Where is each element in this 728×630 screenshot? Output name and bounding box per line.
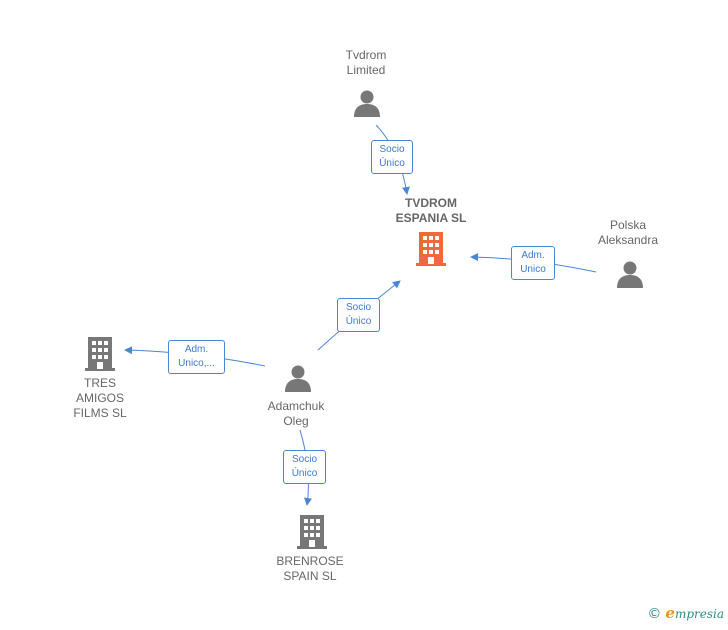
brand-initial: e (665, 604, 675, 622)
label-line: Adamchuk (267, 399, 325, 413)
node-label: TRES AMIGOS FILMS SL (50, 376, 150, 421)
label-line: AMIGOS (75, 391, 124, 405)
node-brenrose-spain[interactable]: BRENROSE SPAIN SL (260, 515, 360, 585)
label-line: TRES (83, 376, 116, 390)
label-line: Aleksandra (597, 233, 659, 247)
edge-label-line: Socio (379, 144, 405, 155)
person-icon (617, 261, 643, 288)
label-line: ESPANIA SL (395, 211, 467, 225)
edge-label-line: Único (345, 316, 372, 327)
edge-label-line: Unico (520, 264, 546, 275)
label-line: SPAIN SL (283, 569, 337, 583)
node-adamchuk-oleg[interactable]: Adamchuk Oleg (246, 364, 346, 430)
node-label: BRENROSE SPAIN SL (260, 554, 360, 584)
edge-label-adamchuk-socio-unico[interactable]: Socio Único (337, 298, 380, 332)
label-line: Limited (346, 63, 386, 77)
label-line: BRENROSE (276, 554, 344, 568)
edge-label-line: Único (291, 468, 318, 479)
node-tvdrom-limited[interactable]: Tvdrom Limited (316, 48, 416, 123)
label-line: Polska (609, 218, 647, 232)
label-line: Tvdrom (345, 48, 387, 62)
copyright-icon: © (647, 606, 662, 622)
node-tvdrom-espania[interactable]: TVDROM ESPANIA SL (376, 196, 486, 268)
edge-label-polska-adm-unico[interactable]: Adm. Unico (511, 246, 555, 280)
footer-brand[interactable]: ©empresia (647, 604, 724, 622)
person-icon (285, 365, 311, 392)
edge-label-line: Adm. (184, 344, 209, 355)
edge-label-brenrose-socio-unico[interactable]: Socio Único (283, 450, 326, 484)
label-line: FILMS SL (73, 406, 127, 420)
edge-label-line: Unico,... (178, 358, 215, 369)
label-line: Oleg (283, 414, 309, 428)
node-label: Polska Aleksandra (578, 218, 678, 248)
building-icon (297, 515, 327, 549)
node-label: TVDROM ESPANIA SL (376, 196, 486, 226)
edge-label-line: Socio (345, 302, 371, 313)
node-label: Adamchuk Oleg (246, 399, 346, 429)
edge-label-line: Adm. (521, 250, 545, 261)
edge-label-tvdrom-socio-unico[interactable]: Socio Único (371, 140, 413, 174)
edge-label-line: Único (379, 158, 405, 169)
building-icon (416, 232, 446, 266)
building-icon (85, 337, 115, 371)
node-polska-aleksandra[interactable]: Polska Aleksandra (578, 218, 678, 293)
edge-label-adamchuk-adm-unico[interactable]: Adm. Unico,... (168, 340, 225, 374)
node-tres-amigos-films[interactable]: TRES AMIGOS FILMS SL (50, 337, 150, 423)
label-line: TVDROM (405, 196, 457, 210)
brand-name: mpresia (674, 607, 724, 621)
node-label: Tvdrom Limited (316, 48, 416, 78)
edge-label-line: Socio (291, 454, 317, 465)
person-icon (354, 90, 380, 117)
